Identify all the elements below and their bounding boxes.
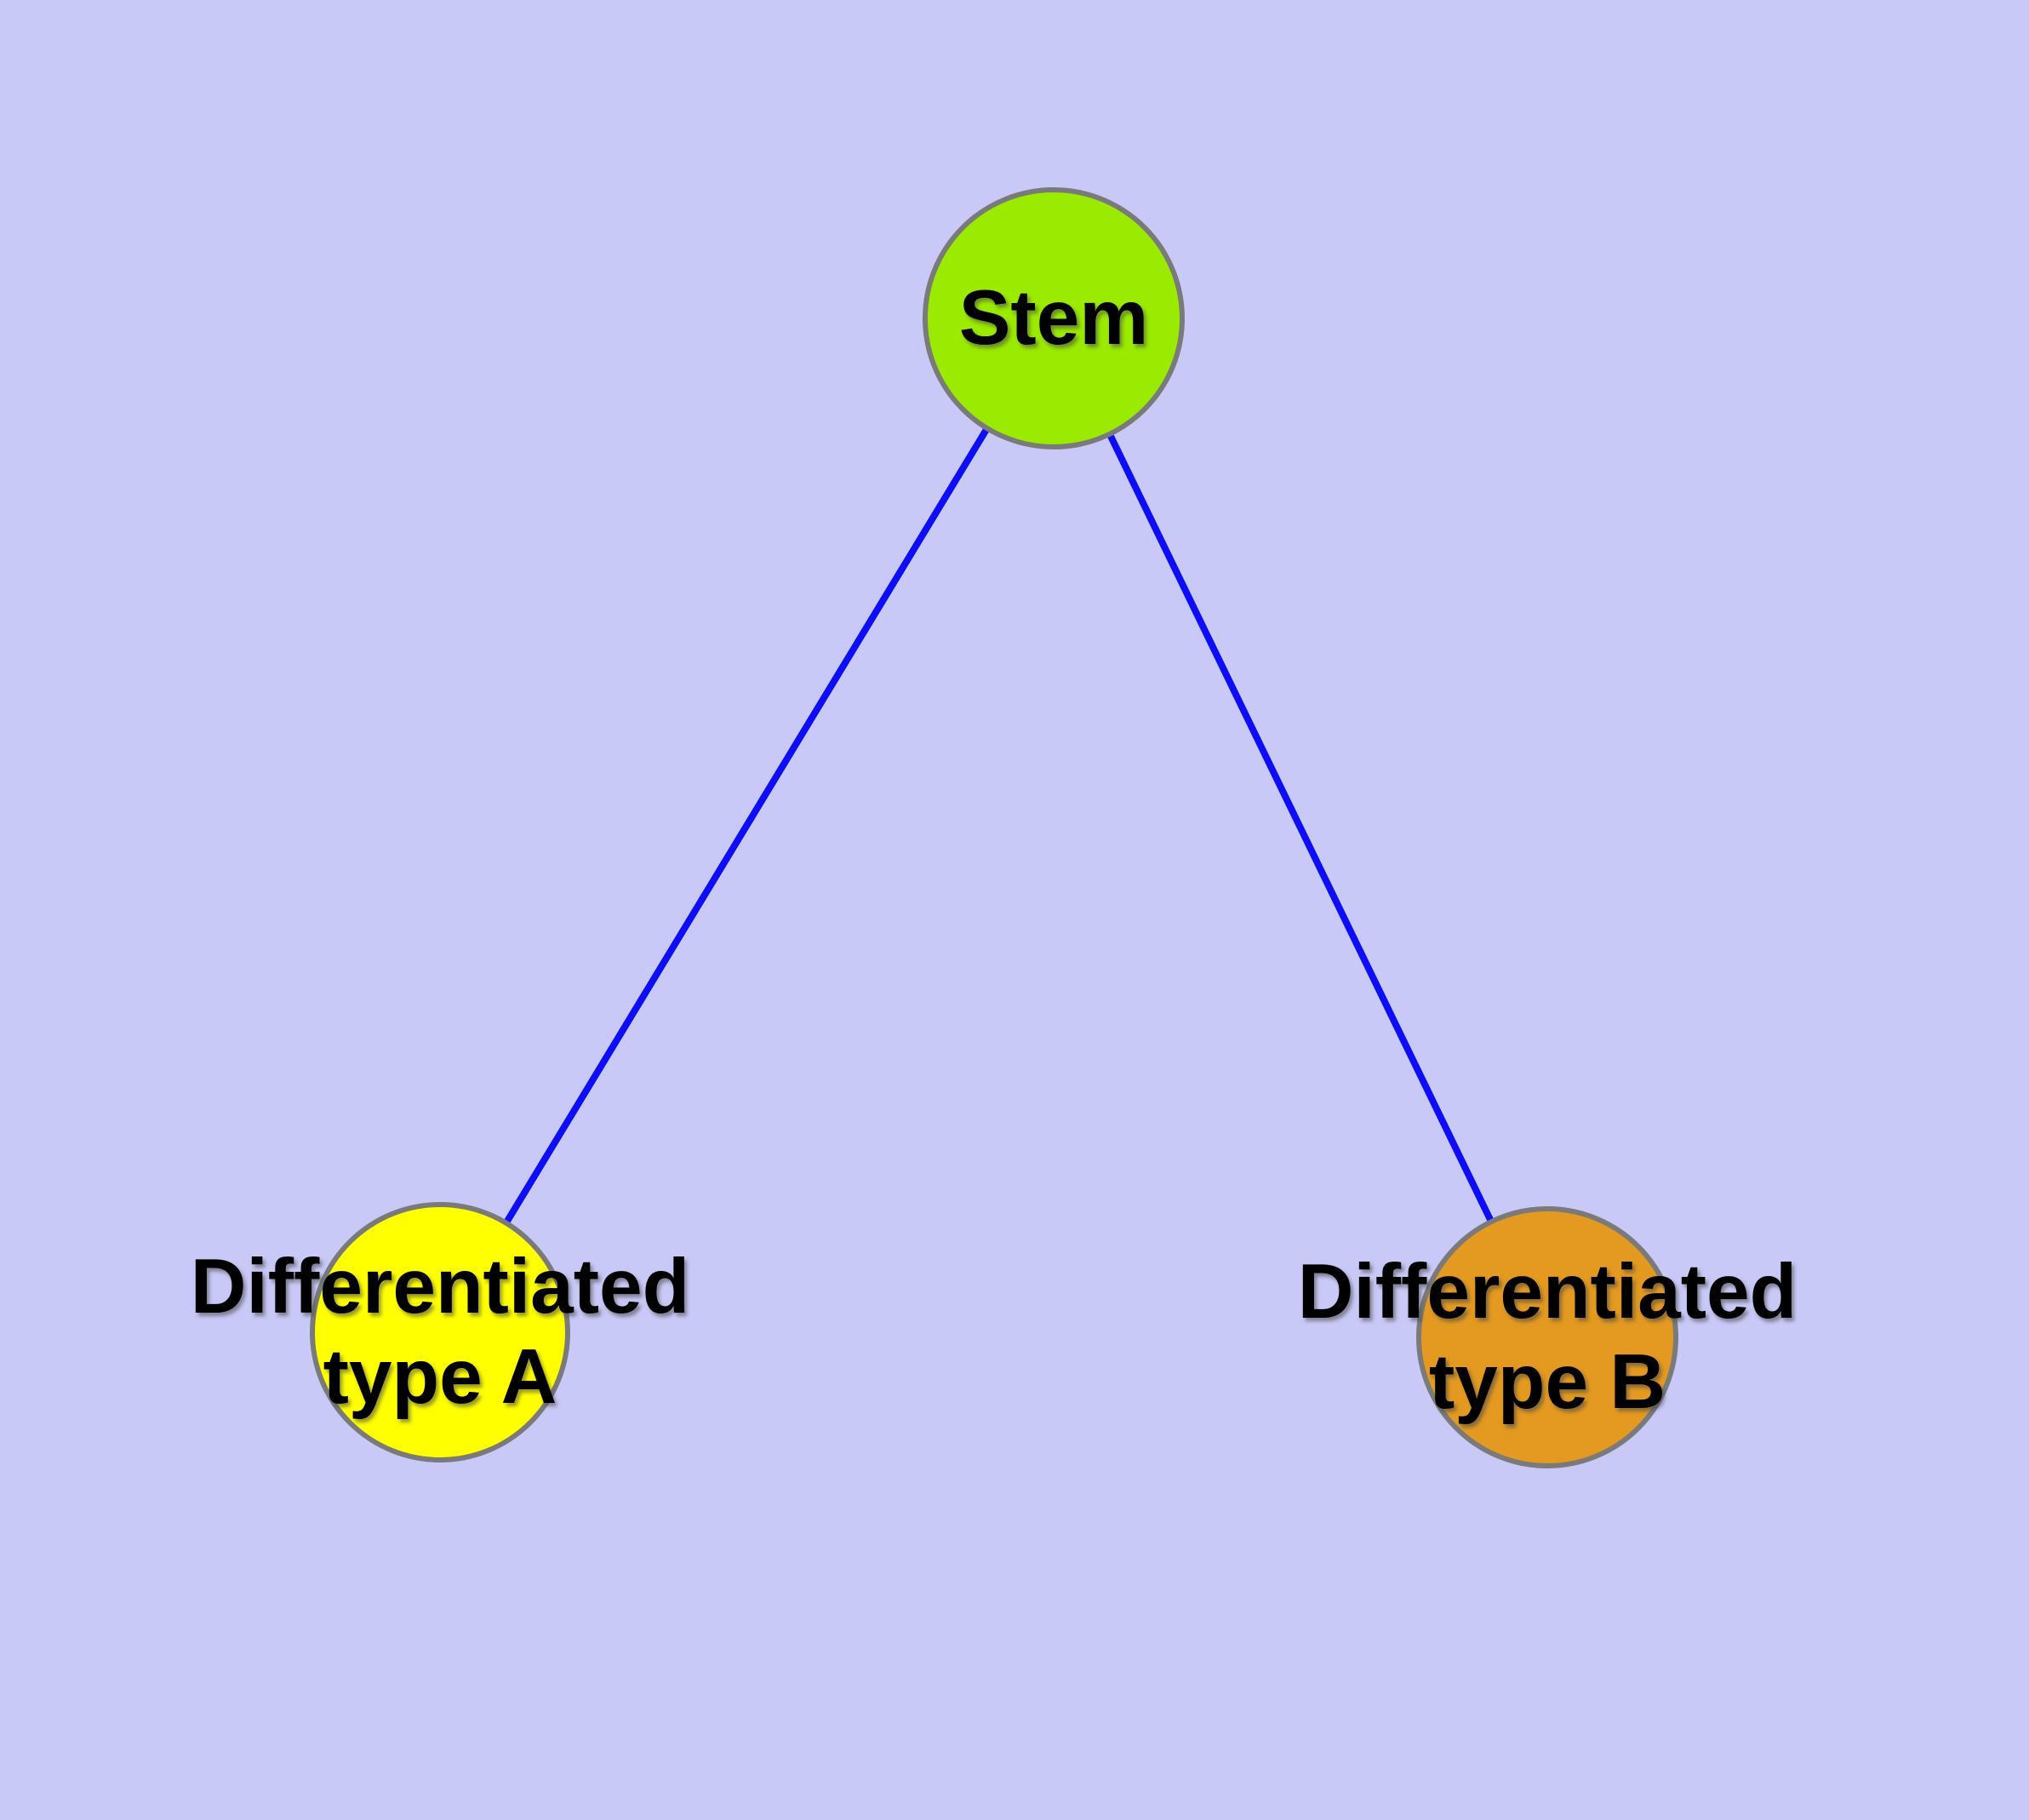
node-stem-circle bbox=[923, 187, 1185, 449]
edge-stem-to-type-a bbox=[437, 315, 1057, 1336]
node-differentiated-type-b-circle bbox=[1416, 1206, 1678, 1468]
edge-stem-to-type-b bbox=[1050, 315, 1551, 1341]
node-differentiated-type-a-circle bbox=[310, 1202, 570, 1462]
